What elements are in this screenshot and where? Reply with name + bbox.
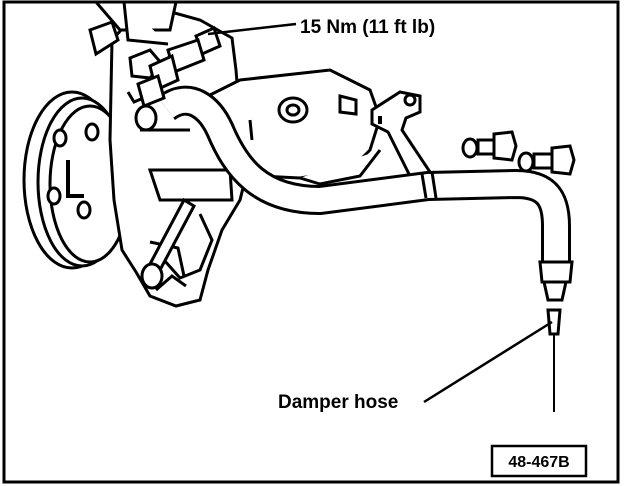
mounting-bolts bbox=[461, 130, 576, 176]
damper-hose-tube bbox=[157, 85, 571, 262]
torque-spec-label: 15 Nm (11 ft lb) bbox=[300, 17, 435, 38]
damper-hose-label: Damper hose bbox=[278, 392, 398, 413]
hose-end-fitting bbox=[538, 260, 574, 412]
tension-adjust-bolt bbox=[140, 197, 196, 290]
figure-id-label: 48-467B bbox=[508, 454, 569, 471]
damper-hose-leader-line bbox=[423, 320, 553, 404]
torque-leader-line bbox=[207, 22, 297, 36]
figure-id-box bbox=[490, 444, 588, 478]
hose-mounting-bracket bbox=[370, 90, 432, 189]
